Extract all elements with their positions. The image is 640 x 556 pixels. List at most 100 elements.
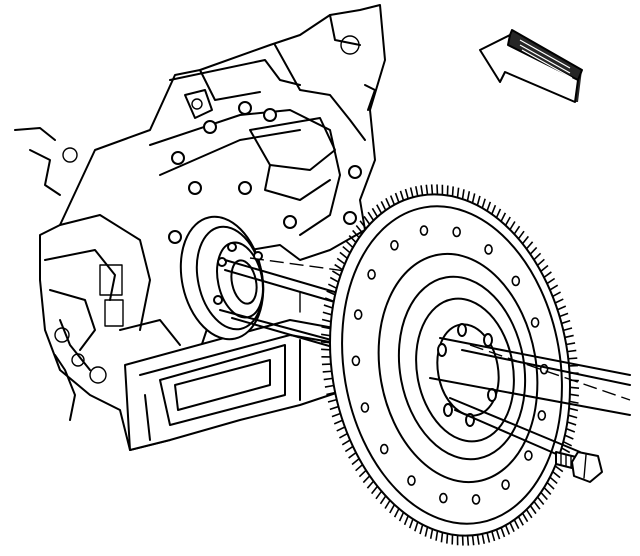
ring-gear-tooth xyxy=(408,518,414,529)
ring-gear-tooth xyxy=(559,312,569,318)
ring-gear-tooth xyxy=(491,531,496,542)
ring-gear-tooth xyxy=(554,298,564,304)
ring-gear-tooth xyxy=(476,534,480,545)
ring-gear-tooth xyxy=(429,528,434,539)
ring-gear-tooth xyxy=(324,384,334,388)
ring-gear-tooth xyxy=(322,370,332,373)
ring-gear-tooth xyxy=(451,186,454,197)
ring-gear-tooth xyxy=(414,521,419,532)
ring-gear-tooth xyxy=(420,185,424,196)
flywheel-holes xyxy=(351,225,549,505)
ring-gear-tooth xyxy=(549,284,559,291)
ring-gear-tooth xyxy=(425,184,429,195)
ring-gear-tooth xyxy=(561,319,571,325)
ring-gear-tooth xyxy=(326,391,336,396)
ring-gear-tooth xyxy=(517,516,524,526)
ring-gear-tooth xyxy=(486,532,491,543)
ring-gear-tooth xyxy=(466,191,471,202)
ring-gear-tooth xyxy=(543,271,552,279)
flywheel-hole xyxy=(390,239,399,251)
ring-gear-tooth xyxy=(564,334,574,339)
ring-gear-tooth xyxy=(351,458,360,466)
hub-bolt-holes xyxy=(437,323,497,427)
ring-gear-tooth xyxy=(331,270,341,277)
ring-gear-tooth xyxy=(371,207,379,218)
ring-gear-tooth xyxy=(491,204,497,215)
flywheel-hole xyxy=(452,226,461,238)
ring-gear-tooth xyxy=(321,348,331,351)
ring-gear-tooth xyxy=(562,440,573,447)
flywheel-hole xyxy=(471,494,481,505)
ring-gear-tooth xyxy=(521,235,530,245)
ring-gear-tooth xyxy=(569,400,579,404)
ring-gear-tooth xyxy=(329,405,339,411)
ring-gear-tooth xyxy=(344,445,354,453)
ring-gear-tooth xyxy=(565,427,576,433)
ring-gear-tooth xyxy=(385,197,391,208)
ring-gear-tooth xyxy=(324,297,335,303)
flywheel-hole xyxy=(360,402,370,413)
flywheel-hole xyxy=(439,492,448,504)
ring-gear-tooth xyxy=(481,198,486,209)
ring-gear-tooth xyxy=(424,526,429,537)
ring-gear-tooth xyxy=(414,186,419,197)
ring-gear-tooth xyxy=(380,200,387,211)
ring-gear-tooth xyxy=(456,187,460,198)
ring-gear-tooth xyxy=(561,447,571,454)
ring-gear-tooth xyxy=(348,235,357,244)
ring-gear-tooth xyxy=(376,204,383,214)
flywheel-hole xyxy=(367,269,376,280)
ring-gear-tooth xyxy=(394,192,400,203)
ring-gear-tooth xyxy=(546,277,556,285)
ring-gear-tooth xyxy=(320,340,331,344)
ring-gear-tooth xyxy=(322,311,332,316)
ring-gear-tooth xyxy=(500,527,506,538)
ring-gear-tooth xyxy=(461,189,465,200)
ring-gear-tooth xyxy=(557,305,567,311)
ring-gear-tooth xyxy=(331,412,341,418)
ring-gear-tooth xyxy=(352,229,360,239)
ring-gear-tooth xyxy=(446,533,449,544)
ring-gear-tooth xyxy=(513,225,521,235)
ring-gear-tooth xyxy=(321,318,332,323)
ring-gear-tooth xyxy=(509,221,516,231)
oil-pan xyxy=(124,319,346,451)
ring-gear-tooth xyxy=(525,509,533,519)
ring-gear-tooth xyxy=(430,184,434,195)
flywheel-hole xyxy=(501,479,510,491)
ring-gear-tooth xyxy=(326,290,336,296)
ring-gear-tooth xyxy=(370,485,379,495)
ring-gear-tooth xyxy=(569,393,579,397)
ring-gear-tooth xyxy=(323,304,333,309)
ring-gear-tooth xyxy=(549,476,558,485)
ring-gear-tooth xyxy=(521,512,529,523)
ring-gear-tooth xyxy=(342,245,351,254)
flywheel-hole xyxy=(407,475,416,486)
flywheel-hole xyxy=(537,410,547,421)
ring-gear-tooth xyxy=(466,535,470,546)
ring-gear-tooth xyxy=(568,407,579,412)
ring-gear-tooth xyxy=(339,432,348,439)
ring-gear-tooth xyxy=(529,505,537,515)
flywheel-hole xyxy=(524,450,533,461)
ring-gear-tooth xyxy=(389,504,396,514)
ring-gear-tooth xyxy=(345,240,354,249)
flywheel-hole xyxy=(353,309,363,320)
ring-gear-tooth xyxy=(471,535,475,546)
ring-gear-tooth xyxy=(419,524,424,535)
ring-gear-tooth xyxy=(476,195,481,206)
ring-gear-tooth xyxy=(546,481,555,490)
ring-gear-tooth xyxy=(389,195,396,206)
ring-gear-tooth xyxy=(569,386,580,390)
ring-gear-tooth xyxy=(495,529,501,540)
flywheel-hole xyxy=(484,244,493,255)
ring-gear-tooth xyxy=(513,519,520,530)
ring-gear-tooth xyxy=(504,524,511,535)
ring-gear-tooth xyxy=(517,230,525,240)
flywheel-hole xyxy=(511,275,521,287)
flywheel-hole xyxy=(530,317,540,328)
ring-gear-tooth xyxy=(440,532,444,543)
ring-gear-tooth xyxy=(536,258,545,267)
